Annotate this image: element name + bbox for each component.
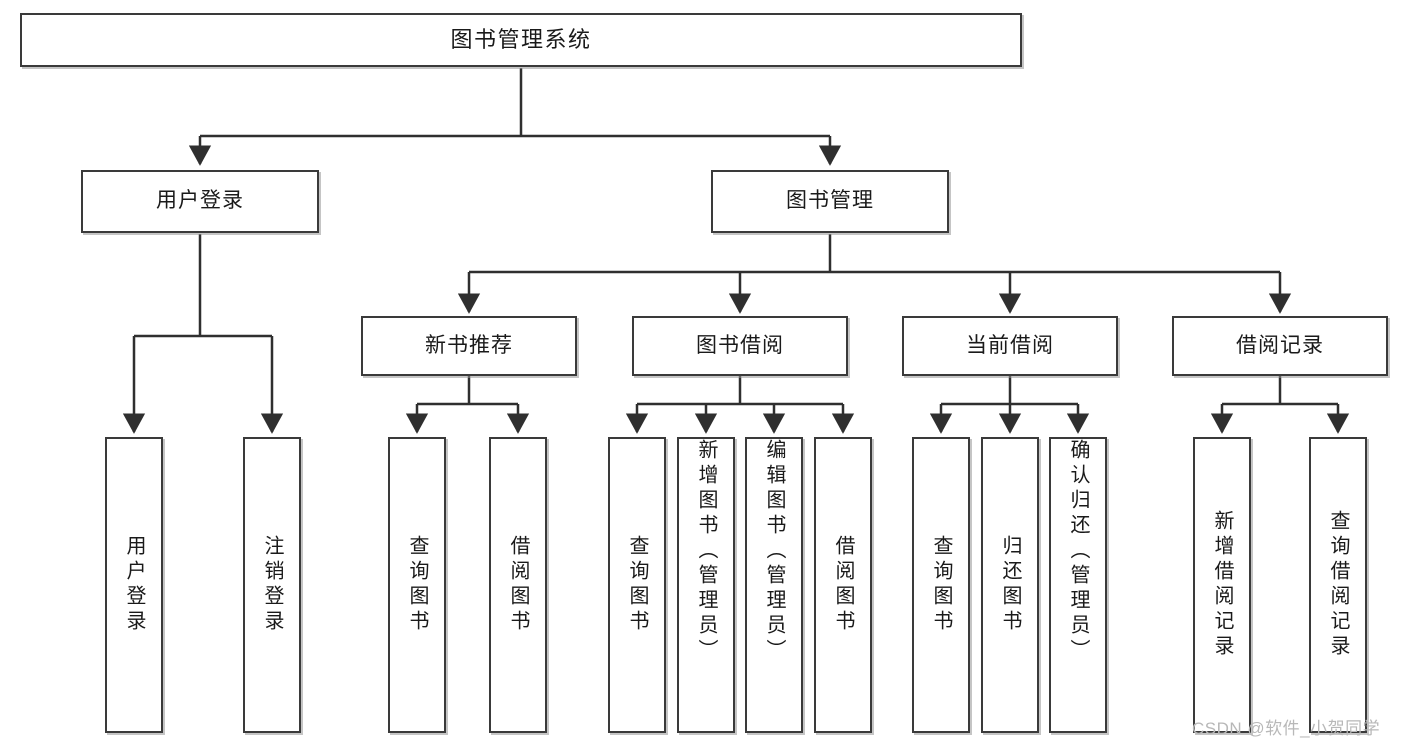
leaf-bb-edit-book-admin[interactable]: 编辑图书（管理员）	[745, 437, 803, 733]
node-label: 查询图书	[930, 535, 952, 635]
node-label: 图书借阅	[696, 333, 784, 357]
leaf-bb-borrow-book[interactable]: 借阅图书	[814, 437, 872, 733]
node-label: 借阅记录	[1236, 333, 1324, 357]
leaf-nb-query-book[interactable]: 查询图书	[388, 437, 446, 733]
node-new-book-recommend[interactable]: 新书推荐	[361, 316, 577, 376]
node-book-management[interactable]: 图书管理	[711, 170, 949, 233]
node-label: 查询图书	[626, 535, 648, 635]
node-label: 查询借阅记录	[1327, 510, 1349, 660]
node-label: 归还图书	[999, 535, 1021, 635]
node-label: 查询图书	[406, 535, 428, 635]
leaf-bb-add-book-admin[interactable]: 新增图书（管理员）	[677, 437, 735, 733]
leaf-br-query-record[interactable]: 查询借阅记录	[1309, 437, 1367, 733]
node-label: 确认归还（管理员）	[1067, 439, 1089, 664]
node-borrow-record[interactable]: 借阅记录	[1172, 316, 1388, 376]
node-label: 新增借阅记录	[1211, 510, 1233, 660]
node-label: 借阅图书	[507, 535, 529, 635]
node-label: 图书管理	[786, 189, 874, 213]
node-label: 注销登录	[261, 535, 283, 635]
node-label: 当前借阅	[966, 333, 1054, 357]
node-book-borrow[interactable]: 图书借阅	[632, 316, 848, 376]
leaf-nb-borrow-book[interactable]: 借阅图书	[489, 437, 547, 733]
node-root-book-management-system[interactable]: 图书管理系统	[20, 13, 1022, 67]
node-label: 图书管理系统	[450, 27, 592, 53]
leaf-logout[interactable]: 注销登录	[243, 437, 301, 733]
leaf-user-login[interactable]: 用户登录	[105, 437, 163, 733]
node-current-borrow[interactable]: 当前借阅	[902, 316, 1118, 376]
node-user-login[interactable]: 用户登录	[81, 170, 319, 233]
node-label: 用户登录	[156, 189, 244, 213]
csdn-watermark: CSDN @软件_小贺同学	[1192, 719, 1381, 738]
node-label: 用户登录	[123, 535, 145, 635]
leaf-cb-confirm-return-admin[interactable]: 确认归还（管理员）	[1049, 437, 1107, 733]
leaf-br-add-record[interactable]: 新增借阅记录	[1193, 437, 1251, 733]
node-label: 新书推荐	[425, 333, 513, 357]
node-label: 借阅图书	[832, 535, 854, 635]
leaf-bb-query-book[interactable]: 查询图书	[608, 437, 666, 733]
node-label: 新增图书（管理员）	[695, 439, 717, 664]
leaf-cb-return-book[interactable]: 归还图书	[981, 437, 1039, 733]
leaf-cb-query-book[interactable]: 查询图书	[912, 437, 970, 733]
node-label: 编辑图书（管理员）	[763, 439, 785, 664]
